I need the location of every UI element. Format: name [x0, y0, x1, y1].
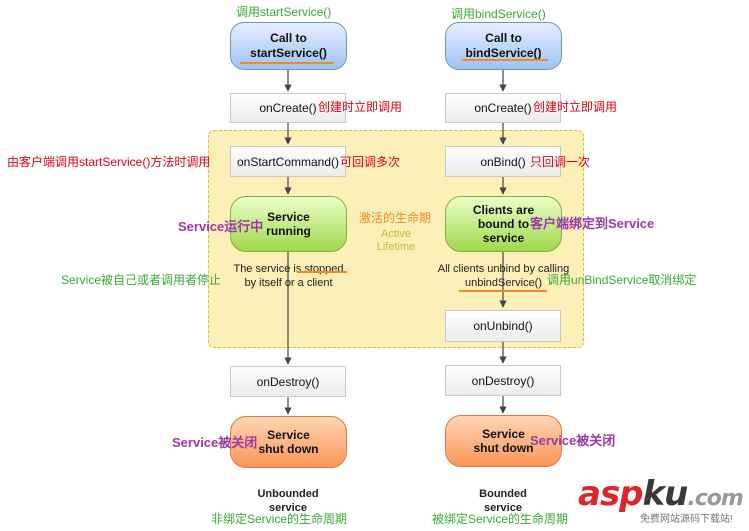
call-start-line1: Call to	[270, 31, 307, 45]
call-start-line2: startService()	[250, 46, 327, 60]
bound-line3: service	[482, 231, 525, 245]
left-shut-line1: Service	[267, 428, 310, 442]
stopped-note: Service被自己或者调用者停止	[61, 273, 222, 287]
left-shut-line2: shut down	[258, 442, 319, 456]
active-lifetime-cn: 激活的生命期	[359, 211, 432, 225]
on-unbind-box: onUnbind()	[445, 310, 561, 342]
unbounded-line1: Unbounded	[257, 488, 319, 500]
bind-service-underline	[462, 59, 548, 61]
unbounded-footer: 非绑定Service的生命周期	[211, 512, 348, 526]
stopped-caption: The service is stopped by itself or a cl…	[222, 262, 355, 290]
right-shut-note: Service被关闭	[530, 433, 616, 448]
active-line1: Active	[381, 228, 411, 240]
unbounded-caption: Unbounded service	[238, 487, 338, 515]
right-shut-line1: Service	[482, 427, 525, 441]
running-line2: running	[266, 224, 311, 238]
watermark-ku: ku	[642, 474, 689, 514]
left-shut-note: Service被关闭	[172, 435, 258, 450]
call-bind-line1: Call to	[485, 31, 522, 45]
on-bind-note: 只回调一次	[530, 155, 591, 169]
bound-line2: bound to	[477, 217, 530, 231]
unbind-line2: unbindService()	[464, 277, 543, 289]
right-on-create-note: 创建时立即调用	[533, 100, 618, 114]
watermark-tagline: 免费网站源码下载站!	[640, 514, 733, 525]
client-bound-note: 客户端绑定到Service	[530, 216, 655, 231]
active-lifetime-en: Active Lifetime	[366, 228, 426, 254]
left-on-destroy-box: onDestroy()	[230, 366, 346, 397]
start-command-note: 由客户端调用startService()方法时调用	[7, 155, 211, 169]
start-service-underline	[240, 62, 334, 64]
watermark-logo: aspku.com	[578, 474, 744, 514]
on-bind-label: onBind()	[480, 154, 526, 169]
bounded-footer: 被绑定Service的生命周期	[432, 512, 569, 526]
watermark-asp: asp	[578, 474, 644, 514]
running-line1: Service	[267, 210, 310, 224]
service-running-note: Service运行中	[178, 219, 264, 234]
right-on-create-label: onCreate()	[474, 101, 532, 115]
bounded-line1: Bounded	[479, 488, 527, 500]
call-start-hint: 调用startService()	[236, 5, 332, 19]
active-line2: Lifetime	[376, 241, 416, 253]
unbind-line1: All clients unbind by calling	[437, 263, 570, 275]
stopped-line1: The service is stopped	[233, 263, 344, 275]
call-bind-line2: bindService()	[465, 46, 542, 60]
bounded-line2: service	[484, 502, 522, 514]
left-on-create-box: onCreate()	[230, 93, 346, 123]
stopped-line2: by itself or a client	[244, 277, 333, 289]
right-on-destroy-box: onDestroy()	[445, 365, 561, 396]
bounded-caption: Bounded service	[453, 487, 553, 515]
on-start-command-label: onStartCommand()	[236, 154, 340, 169]
on-bind-box: onBind()	[445, 146, 561, 177]
right-on-destroy-label: onDestroy()	[471, 373, 535, 388]
on-unbind-label: onUnbind()	[473, 319, 533, 333]
right-on-create-box: onCreate()	[445, 93, 561, 123]
call-bind-hint: 调用bindService()	[451, 7, 546, 21]
unbind-underline	[459, 290, 547, 292]
on-start-command-box: onStartCommand()	[230, 146, 346, 177]
right-shut-line2: shut down	[473, 441, 534, 455]
stopped-underline	[297, 271, 347, 273]
unbind-note: 调用unBindService取消绑定	[547, 273, 697, 287]
left-on-destroy-label: onDestroy()	[256, 374, 320, 389]
start-command-repeat-note: 可回调多次	[340, 155, 401, 169]
unbounded-line2: service	[269, 502, 307, 514]
bound-line1: Clients are	[472, 203, 535, 217]
left-on-create-note: 创建时立即调用	[318, 100, 403, 114]
left-on-create-label: onCreate()	[259, 101, 317, 115]
watermark-com: .com	[687, 486, 743, 511]
unbind-caption: All clients unbind by calling unbindServ…	[428, 262, 579, 290]
